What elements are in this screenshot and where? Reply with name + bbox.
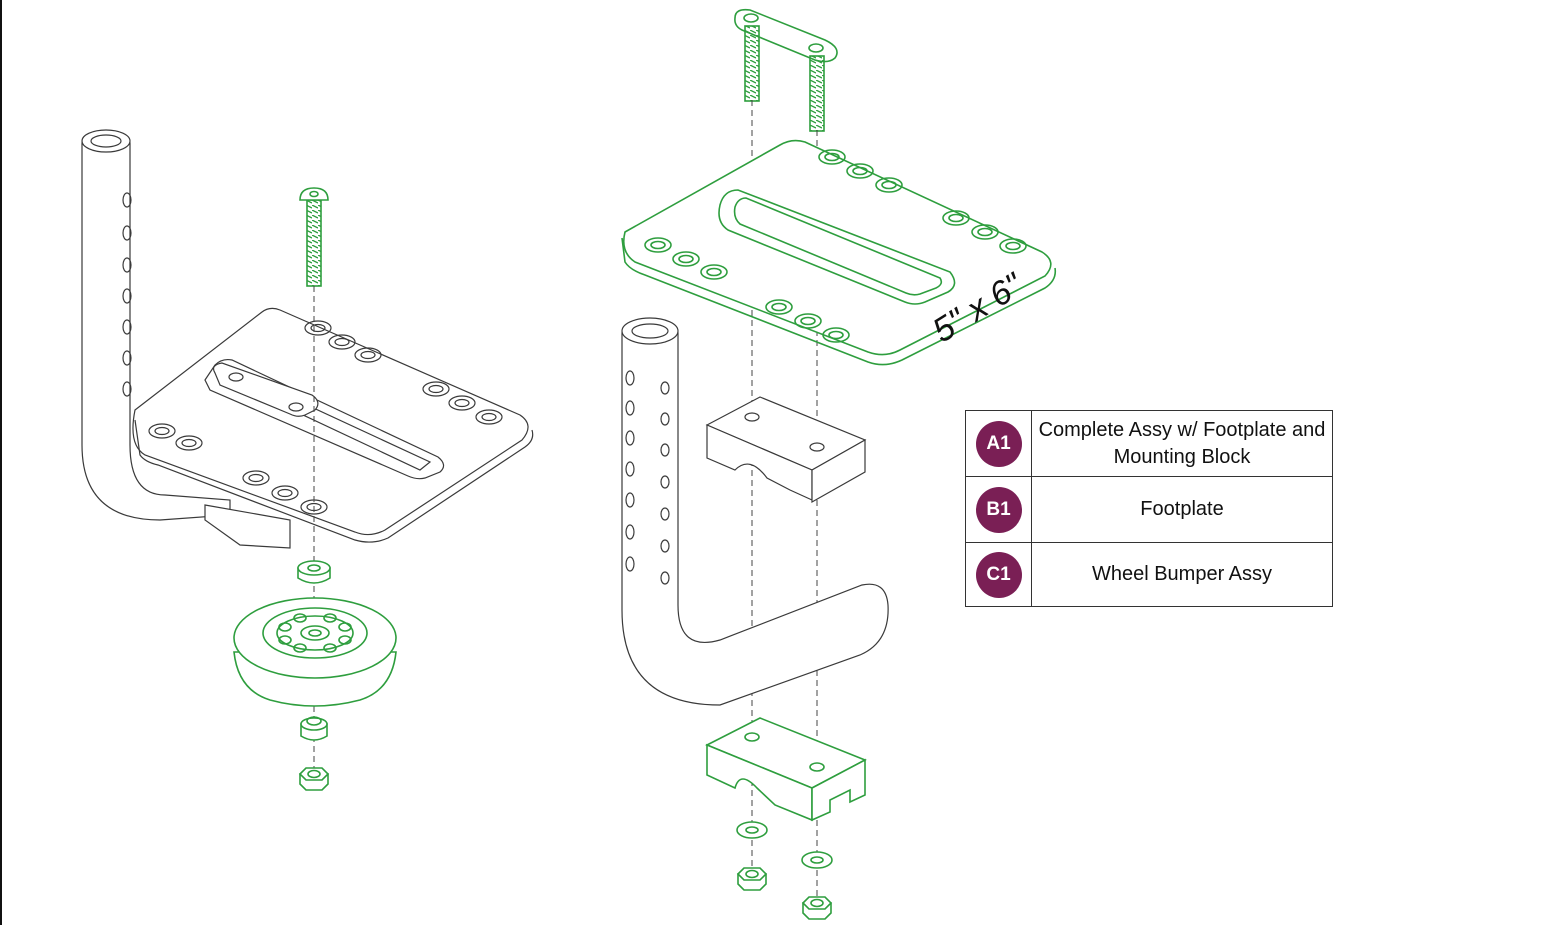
left-lower-spacer	[300, 716, 328, 741]
part-description: Complete Assy w/ Footplate and Mounting …	[1031, 410, 1333, 477]
left-mounting-block	[204, 504, 291, 549]
left-screw	[299, 187, 329, 287]
left-spacer	[297, 560, 331, 584]
upper-mounting-block	[705, 396, 867, 504]
washers	[736, 821, 833, 869]
table-row: C1 Wheel Bumper Assy	[965, 542, 1333, 607]
part-description: Footplate	[1031, 476, 1333, 543]
part-code-badge: B1	[975, 486, 1022, 533]
parts-legend-table: A1 Complete Assy w/ Footplate and Mounti…	[965, 410, 1333, 607]
table-row: B1 Footplate	[965, 476, 1333, 543]
right-hanger-tube	[621, 317, 889, 706]
right-assembly	[621, 8, 1057, 920]
left-hanger-tube	[81, 129, 231, 521]
part-description: Wheel Bumper Assy	[1031, 542, 1333, 607]
lower-mounting-block	[705, 717, 867, 822]
left-assembly	[81, 129, 534, 791]
part-code-badge: A1	[975, 420, 1022, 467]
top-clamp-strap	[734, 8, 838, 63]
left-footplate	[132, 307, 534, 543]
bumper-wheel	[233, 597, 397, 707]
part-code-badge: C1	[975, 551, 1022, 598]
frame-border	[0, 0, 2, 925]
left-nut	[298, 767, 330, 791]
table-row: A1 Complete Assy w/ Footplate and Mounti…	[965, 410, 1333, 477]
footplate-b1	[621, 139, 1057, 366]
right-nuts	[736, 867, 833, 920]
